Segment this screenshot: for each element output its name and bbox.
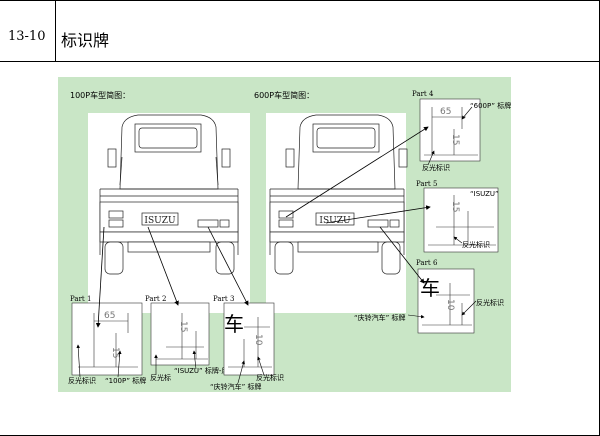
part-3-panel <box>223 302 275 376</box>
part-5-label-badge: “ISUZU” <box>470 190 499 198</box>
truck-100p-caption: 100P车型简图： <box>70 90 130 100</box>
part-5-dim-side: 15 <box>450 201 460 212</box>
part-4-title: Part 4 <box>412 90 434 98</box>
part-3-dim-side: 10 <box>253 334 263 346</box>
truck-600p-caption: 600P车型简图： <box>254 90 314 100</box>
part-2-label-badge: “ISUZU” 标牌-后部 <box>174 366 235 375</box>
part-6-title: Part 6 <box>416 259 438 267</box>
column-divider <box>55 0 56 61</box>
label-arrows <box>76 106 477 384</box>
part-1-dim-side: 15 <box>110 347 120 358</box>
part-1-dim-top: 65 <box>104 311 115 321</box>
part-3-title: Part 3 <box>213 295 234 303</box>
truck-100p-badges <box>108 210 230 228</box>
truck-600p-tailgate-label: ISUZU <box>319 216 351 226</box>
part-4-panel <box>419 98 481 162</box>
part-6-panel <box>417 268 475 334</box>
part-1-panel <box>71 302 143 376</box>
signage-figure: 100P车型简图： ISUZU 600P车型简图： <box>58 77 511 392</box>
part-5-label-reflective: 反光标识 <box>462 240 490 249</box>
truck-600p-badges <box>278 210 400 228</box>
part-3-label-reflective: 反光标识 <box>256 373 284 382</box>
part-4-dim-top: 65 <box>440 107 451 117</box>
header-divider <box>0 61 600 62</box>
part-1-label-badge: “100P” 标牌 <box>105 376 146 385</box>
part-3-glyph: 车 <box>224 312 244 336</box>
part-1-label-reflective: 反光标识 <box>68 376 96 385</box>
signage-diagram: 100P车型简图： ISUZU 600P车型简图： <box>68 90 511 391</box>
part-4-dim-side: 15 <box>450 134 460 145</box>
part-6-label-badge: “庆铃汽车” 标牌 <box>354 313 405 322</box>
part-5-panel <box>423 187 499 253</box>
part-2-panel <box>150 302 210 366</box>
part-2-dim-side: 15 <box>178 321 188 332</box>
part-6-glyph: 车 <box>420 276 440 300</box>
part-3-label-badge: “庆铃汽车” 标牌 <box>210 382 261 391</box>
leader-arrows <box>95 126 431 328</box>
part-6-dim-side: 10 <box>445 299 455 311</box>
part-4-label-reflective: 反光标识 <box>422 163 450 172</box>
truck-100p-tailgate-label: ISUZU <box>144 216 176 226</box>
section-title: 标识牌 <box>61 31 110 50</box>
part-5-title: Part 5 <box>416 180 437 188</box>
part-1-title: Part 1 <box>70 295 91 303</box>
part-2-title: Part 2 <box>145 295 166 303</box>
section-number: 13-10 <box>8 29 46 44</box>
part-6-label-reflective: 反光标识 <box>476 298 504 307</box>
part-4-label-badge: “600P” 标牌 <box>470 101 511 110</box>
table-top-border <box>0 0 600 1</box>
part-2-label-reflective: 反光标 <box>150 373 171 382</box>
